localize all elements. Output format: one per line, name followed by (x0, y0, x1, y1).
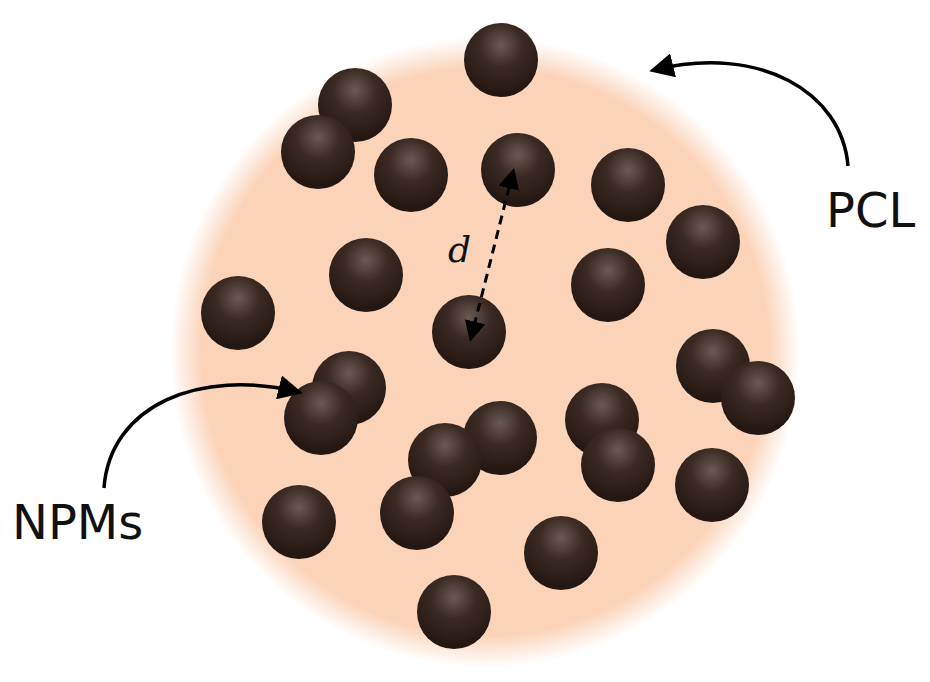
npm-sphere (666, 205, 740, 279)
npm-sphere (380, 476, 454, 550)
npm-sphere (481, 133, 555, 207)
npm-label: NPMs (12, 498, 143, 546)
npm-sphere (374, 138, 448, 212)
distance-label: d (448, 232, 471, 268)
npm-sphere (524, 516, 598, 590)
npm-sphere (201, 276, 275, 350)
npm-sphere (417, 575, 491, 649)
npm-sphere (464, 23, 538, 97)
pcl-matrix (170, 37, 800, 667)
npm-sphere (675, 448, 749, 522)
pcl-label: PCL (826, 186, 915, 234)
npm-sphere (262, 485, 336, 559)
npm-sphere (581, 428, 655, 502)
npm-particles (201, 23, 795, 649)
npm-sphere (591, 148, 665, 222)
npm-sphere (571, 248, 645, 322)
npm-sphere (721, 361, 795, 435)
leader-arrow (104, 385, 298, 488)
npm-sphere (432, 295, 506, 369)
npm-sphere (281, 115, 355, 189)
distance-arrow (471, 172, 513, 338)
npm-sphere (329, 238, 403, 312)
leader-arrow (654, 63, 848, 166)
